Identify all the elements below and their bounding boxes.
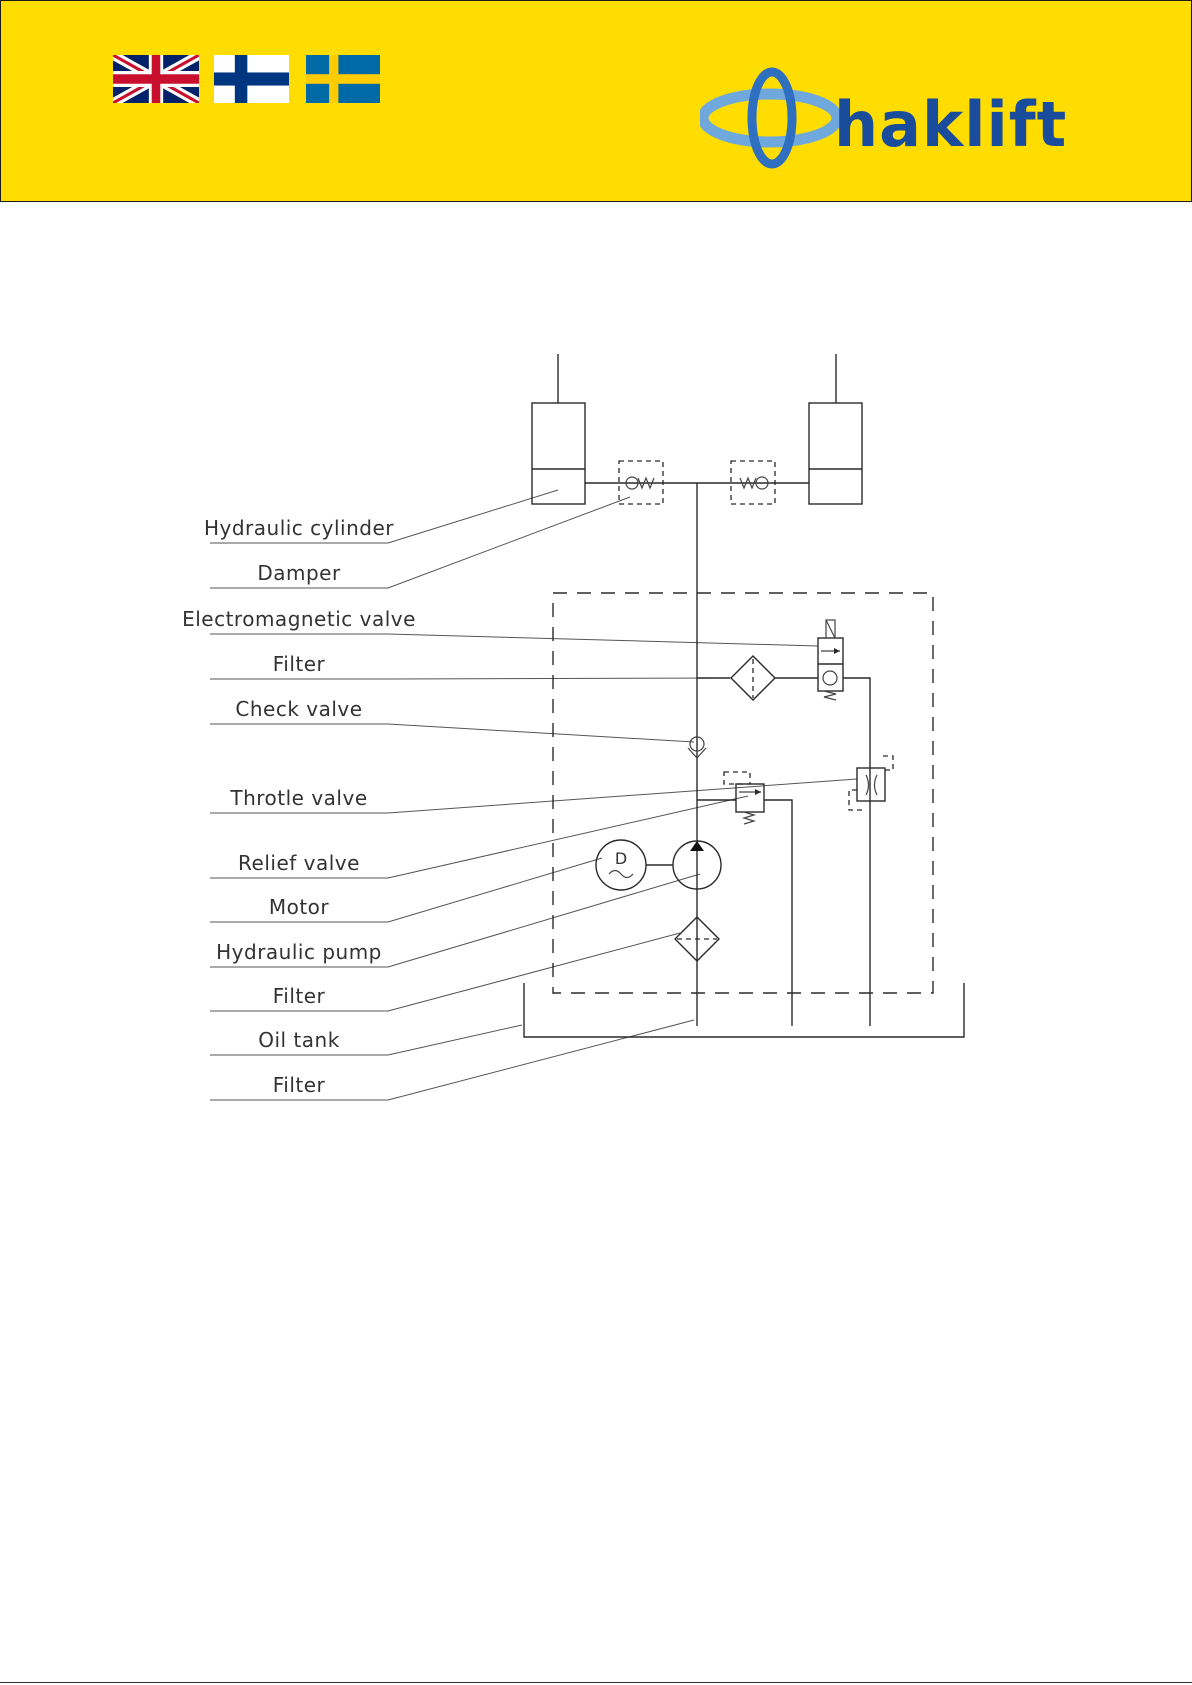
motor: D xyxy=(596,840,673,890)
label-filter: Filter xyxy=(273,652,326,676)
hydraulic-cylinder-left xyxy=(532,354,585,504)
throttle-valve xyxy=(849,756,893,810)
label-relief-valve: Relief valve xyxy=(238,851,360,875)
electromagnetic-valve xyxy=(818,620,843,700)
footer-rule xyxy=(0,1682,1192,1683)
filter-upper xyxy=(697,656,818,700)
label-check-valve: Check valve xyxy=(235,697,362,721)
component-labels: Hydraulic cylinderDamperElectromagnetic … xyxy=(182,516,416,1097)
leader-line xyxy=(388,933,680,1011)
hydraulic-cylinder-right xyxy=(809,354,862,504)
leader-line xyxy=(388,497,630,588)
label-oil-tank: Oil tank xyxy=(258,1028,340,1052)
return-line-right xyxy=(843,678,870,1026)
motor-letter: D xyxy=(615,849,627,868)
label-hydraulic-cylinder: Hydraulic cylinder xyxy=(204,516,394,540)
leader-line xyxy=(388,1025,522,1055)
leader-line xyxy=(388,1020,694,1100)
label-hydraulic-pump: Hydraulic pump xyxy=(216,940,382,964)
label-throtle-valve: Throtle valve xyxy=(229,786,367,810)
relief-valve xyxy=(697,772,792,1026)
leader-line xyxy=(388,779,857,813)
label-motor: Motor xyxy=(269,895,330,919)
leader-line xyxy=(388,724,694,742)
leader-line xyxy=(388,634,818,646)
oil-tank xyxy=(524,983,964,1037)
label-electromagnetic-valve: Electromagnetic valve xyxy=(182,607,416,631)
label-damper: Damper xyxy=(257,561,341,585)
label-filter: Filter xyxy=(273,1073,326,1097)
leader-line xyxy=(388,678,731,679)
leader-line xyxy=(388,796,748,878)
leader-line xyxy=(388,874,700,967)
label-filter: Filter xyxy=(273,984,326,1008)
